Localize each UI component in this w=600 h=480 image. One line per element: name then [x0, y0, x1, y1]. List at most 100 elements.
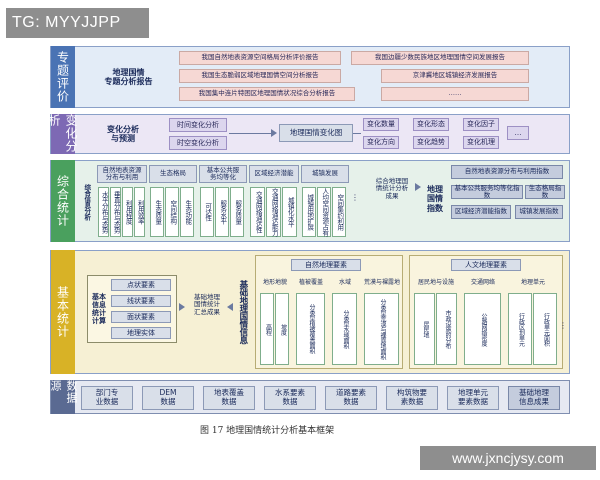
- change-analysis-title: 变化分析 与预测: [107, 124, 139, 143]
- group-item: 利用程度: [122, 187, 133, 237]
- natural-sub-title: 植被覆盖: [298, 278, 323, 286]
- index-regional-economy: 区域经济潜能指数: [451, 205, 511, 219]
- human-sub-item: 行政区划单元: [508, 293, 532, 365]
- figure-caption: 图 17 地理国情统计分析基本框架: [200, 426, 335, 436]
- index-public-service: 基本公共服务均等化指数: [451, 184, 523, 199]
- basic-summary-result: 基础地理 国情统计 汇总成果: [194, 292, 220, 316]
- indicator-more: …: [507, 126, 529, 140]
- band-data-sources: 数据源 部门专 业数据 DEM 数据地表覆盖 数据水系要素 数据道路要素 数据构筑…: [49, 380, 570, 414]
- group-item: 人均空间资源占有: [317, 187, 331, 237]
- band-label-data-source: 数据源: [49, 380, 78, 414]
- human-sub-item: 居民地: [414, 293, 435, 365]
- stat-geo-entities: 地理实体: [111, 327, 171, 339]
- basic-geo-info-title: 基础地理国情信息: [237, 280, 248, 344]
- human-elements-title: 人文地理要素: [451, 259, 521, 271]
- group-item: 生态功能: [180, 187, 194, 237]
- stat-line-features: 线状要素: [111, 295, 171, 307]
- indicator-change-factor: 变化因子: [463, 118, 499, 131]
- group-title: 城镇发展: [301, 165, 349, 183]
- natural-sub-title: 荒漠与裸露地: [363, 278, 400, 286]
- group-item: 服务质量: [230, 187, 244, 237]
- group-item: 生态质量: [150, 187, 164, 237]
- band-label-comprehensive: 综合统计: [51, 160, 75, 242]
- indicator-change-mechanism: 变化机理: [463, 136, 499, 149]
- arrow-right-icon: [271, 129, 277, 137]
- human-sub-title: 交通网络: [470, 278, 495, 286]
- human-sub-item: 行政单元面积: [533, 293, 557, 365]
- framework-diagram: 专题评价 地理国情 专题分析报告 我国自然地表资源空间格局分析评价报告 我国生态…: [47, 38, 570, 415]
- group-item: 交通网络通达能力: [266, 187, 281, 237]
- arrow-right-icon: [227, 303, 233, 311]
- natural-elements-title: 自然地理要素: [291, 259, 361, 271]
- natural-sub-title: 地形地貌: [262, 278, 287, 286]
- group-item: 垂直分布与态势: [110, 187, 121, 237]
- group-item: 城镇用地扩展: [302, 187, 316, 237]
- data-source-item: 部门专 业数据: [81, 386, 133, 410]
- connector-line: [353, 133, 361, 134]
- indicator-change-quantity: 变化数量: [363, 118, 399, 131]
- index-urban-development: 城镇发展指数: [515, 205, 563, 219]
- band-change-analysis: 变化分析 变化分析 与预测 时间变化分析 时空变化分析 地理国情变化图 变化数量…: [47, 114, 570, 154]
- group-item: 可达性: [200, 187, 214, 237]
- report-left-2: 我国生态脆弱区域地理国情空间分析报告: [179, 69, 341, 83]
- group-item: 空间结构: [165, 187, 179, 237]
- human-sub-title: 地理单元: [520, 278, 545, 286]
- geo-index-title: 地理 国情 指数: [427, 185, 443, 213]
- data-source-item: 地理单元 要素数据: [447, 386, 499, 410]
- report-left-1: 我国自然地表资源空间格局分析评价报告: [179, 51, 341, 65]
- human-sub-item: 市政设施的分布: [436, 293, 457, 365]
- group-title: 生态格局: [149, 165, 197, 183]
- watermark-bottom: www.jxncjysy.com: [420, 446, 596, 470]
- report-right-2: 京津冀地区城镇经济发展报告: [381, 69, 529, 83]
- thematic-report-title: 地理国情 专题分析报告: [104, 67, 153, 86]
- human-sub-title: 居民地与设施: [417, 278, 454, 286]
- band-basic-stats: 基本统计 基本 信息 统计 计算 点状要素 线状要素 面状要素 地理实体 基础地…: [50, 250, 570, 374]
- comprehensive-result: 综合地理国 情统计分析 成果: [375, 176, 409, 200]
- basic-info-calc-title: 基本 信息 统计 计算: [92, 292, 106, 326]
- group-title: 区域经济潜能: [249, 165, 299, 183]
- index-ecology: 生态格局指数: [525, 184, 565, 199]
- data-source-item: 水系要素 数据: [264, 386, 316, 410]
- band-thematic-evaluation: 专题评价 地理国情 专题分析报告 我国自然地表资源空间格局分析评价报告 我国生态…: [50, 46, 570, 108]
- indicator-change-form: 变化形态: [413, 118, 449, 131]
- band-label-change: 变化分析: [47, 114, 78, 154]
- indicator-change-direction: 变化方向: [363, 136, 399, 149]
- data-source-item: 构筑物要 素数据: [386, 386, 438, 410]
- human-sub-item: 公路网络密度: [464, 293, 501, 365]
- group-item: 城镇化水平: [282, 187, 297, 237]
- group-title: 基本公共服 务均等化: [199, 165, 247, 183]
- indicator-change-trend: 变化趋势: [413, 136, 449, 149]
- data-source-item: DEM 数据: [142, 386, 194, 410]
- stat-point-features: 点状要素: [111, 279, 171, 291]
- arrow-right-icon: [415, 183, 421, 191]
- stat-area-features: 面状要素: [111, 311, 171, 323]
- report-right-3: ……: [381, 87, 529, 101]
- group-item: 空间集约利用: [332, 187, 346, 237]
- band-label-thematic: 专题评价: [51, 46, 75, 108]
- data-source-item: 地表覆盖 数据: [203, 386, 255, 410]
- natural-sub-item: 分类型植被覆盖面积: [296, 293, 325, 365]
- group-item: 交通网络通达性: [250, 187, 265, 237]
- natural-sub-title: 水域: [338, 278, 351, 286]
- geo-change-map: 地理国情变化图: [279, 124, 353, 142]
- group-item: 水平分布与态势: [98, 187, 109, 237]
- method-time-change: 时间变化分析: [169, 118, 227, 132]
- more-human-dots: ⋮: [559, 321, 567, 330]
- report-right-1: 我国边疆少数民族地区地理国情空间发展报告: [351, 51, 529, 65]
- watermark-top: TG: MYYJJPP: [6, 8, 149, 38]
- band-label-basic: 基本统计: [51, 250, 75, 374]
- group-item: 利用效率: [134, 187, 145, 237]
- comprehensive-analysis-label: 综合信息分析: [82, 184, 91, 220]
- natural-sub-item: 坡度: [275, 293, 289, 365]
- arrow-right-icon: [179, 303, 185, 311]
- method-spatiotemporal-change: 时空变化分析: [169, 136, 227, 150]
- group-item: 服务水平: [215, 187, 229, 237]
- index-natural-resource: 自然地表资源分布与利用指数: [451, 165, 563, 179]
- connector-line: [229, 133, 271, 134]
- natural-sub-item: 分类型水域面积: [332, 293, 357, 365]
- group-title: 自然地表资源 分布与利用: [97, 165, 147, 183]
- more-groups-dots: ⋮: [351, 193, 359, 202]
- data-source-item: 道路要素 数据: [325, 386, 377, 410]
- natural-sub-item: 高程: [260, 293, 274, 365]
- report-left-3: 我国集中连片特困区地理国情状况综合分析报告: [179, 87, 355, 101]
